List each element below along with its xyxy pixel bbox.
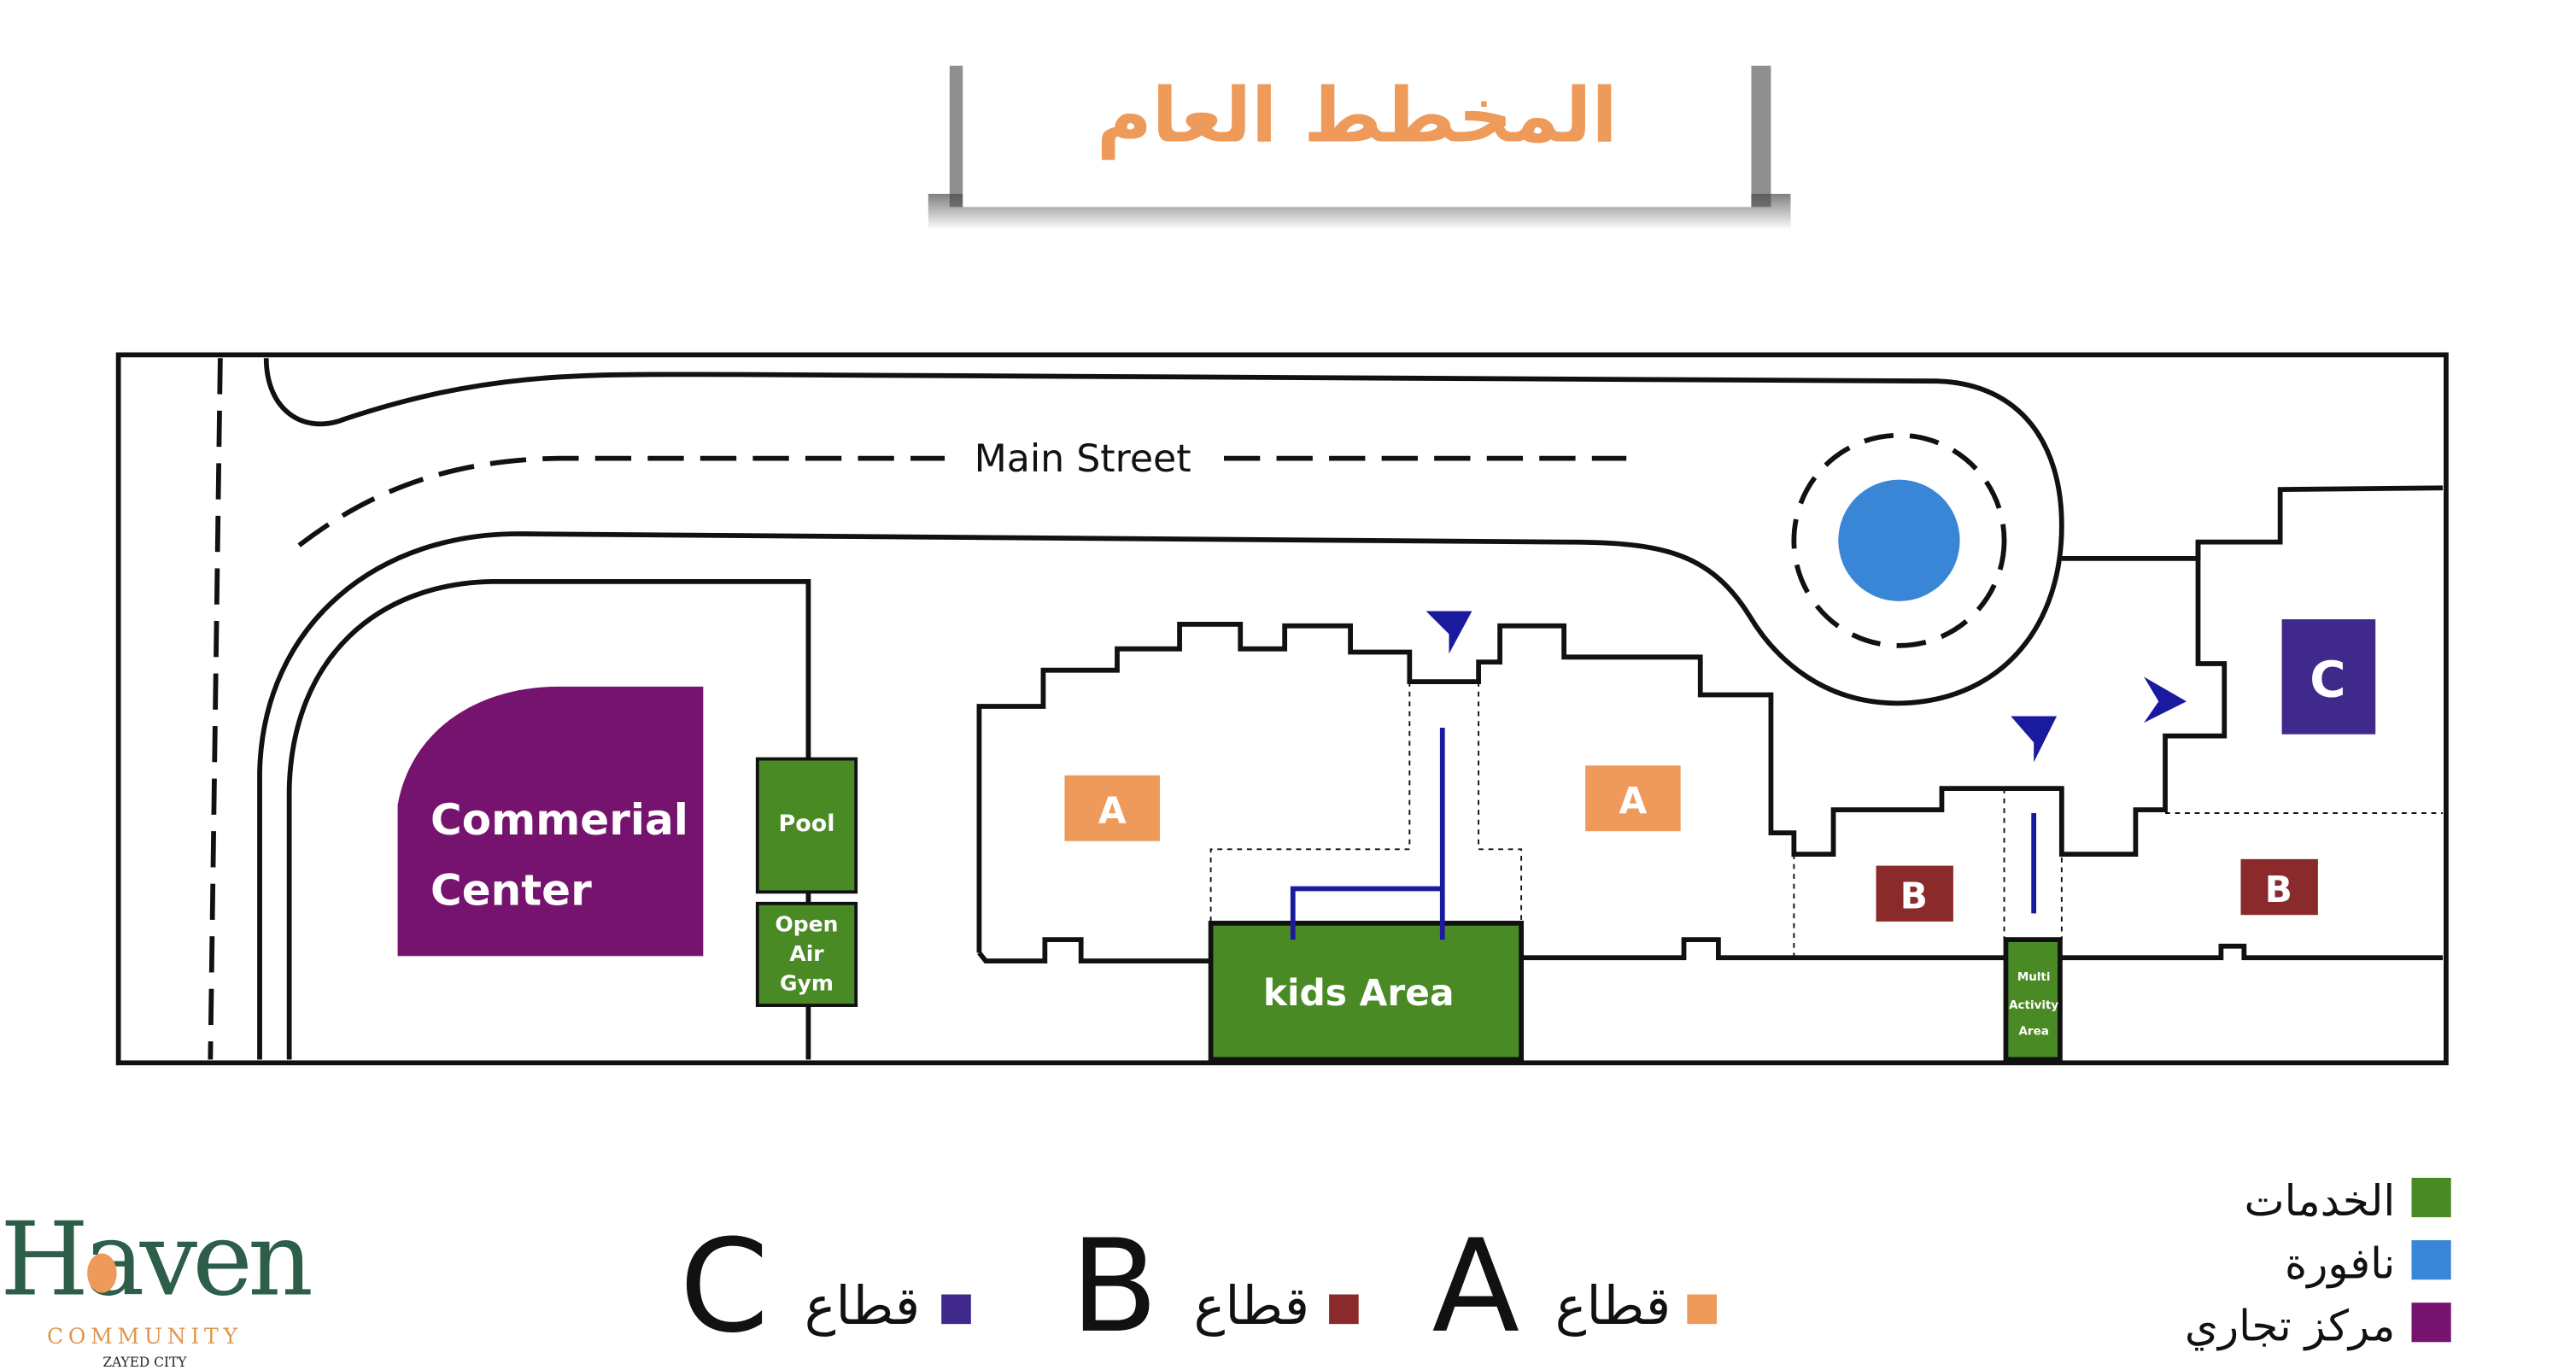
sector-letter: A — [1432, 1213, 1520, 1361]
logo-city: ZAYED CITY — [102, 1355, 187, 1370]
multi-activity-area: Multi Activity Area — [2003, 937, 2063, 1063]
logo-name: Haven — [0, 1201, 311, 1320]
fountain — [1838, 479, 1960, 601]
commercial-label: Commerial — [430, 795, 688, 845]
sector-b-label: B — [1876, 865, 1953, 922]
main-street-label: Main Street — [975, 437, 1191, 481]
sector-a-text: A — [1619, 780, 1648, 822]
legend-label: مركز تجاري — [2185, 1301, 2395, 1350]
walkways — [1290, 728, 2037, 940]
site-outline — [115, 352, 2449, 1066]
commercial-label: Center — [430, 866, 592, 916]
kids-area: kids Area — [1208, 920, 1524, 1063]
legend-label: نافورة — [2285, 1238, 2395, 1288]
multi-label: Area — [2019, 1026, 2049, 1039]
sector-b-label: B — [2240, 858, 2318, 916]
open-air-gym: Open Air Gym — [755, 901, 858, 1007]
sector-word: قطاع — [805, 1275, 920, 1337]
sector-c-text: C — [2310, 650, 2345, 708]
pool-label: Pool — [779, 811, 835, 837]
haven-logo: Haven COMMUNITY ZAYED CITY — [0, 1201, 316, 1370]
legend-label: الخدمات — [2245, 1176, 2396, 1226]
color-legend: الخدمات نافورة مركز تجاري — [2185, 1176, 2451, 1350]
gym-label: Open — [776, 911, 839, 936]
entrance-arrow-icon — [1426, 611, 2187, 763]
multi-label: Activity — [2009, 999, 2058, 1012]
sector-a-label: A — [1585, 765, 1681, 832]
page-title: المخطط العام — [1097, 71, 1618, 160]
sector-c-label: C — [2281, 619, 2376, 735]
sector-a-text: A — [1098, 790, 1127, 832]
kids-area-label: kids Area — [1263, 972, 1455, 1014]
logo-sub: COMMUNITY — [47, 1324, 243, 1349]
multi-label: Multi — [2017, 971, 2051, 984]
sector-letter: B — [1070, 1213, 1158, 1361]
gym-label: Air — [789, 941, 824, 966]
commercial-center: Commerial Center — [397, 686, 704, 957]
sector-a-label: A — [1064, 775, 1160, 841]
sector-b-text: B — [1900, 875, 1928, 917]
title-banner: المخطط العام — [928, 59, 1791, 231]
sector-letter: C — [679, 1213, 769, 1361]
sector-b-text: B — [2265, 869, 2292, 910]
sector-word: قطاع — [1555, 1275, 1671, 1337]
pool: Pool — [755, 757, 858, 894]
sector-legend: قطاع C قطاع B قطاع A — [679, 1213, 1717, 1361]
gym-label: Gym — [780, 971, 834, 996]
sector-word: قطاع — [1194, 1275, 1309, 1337]
